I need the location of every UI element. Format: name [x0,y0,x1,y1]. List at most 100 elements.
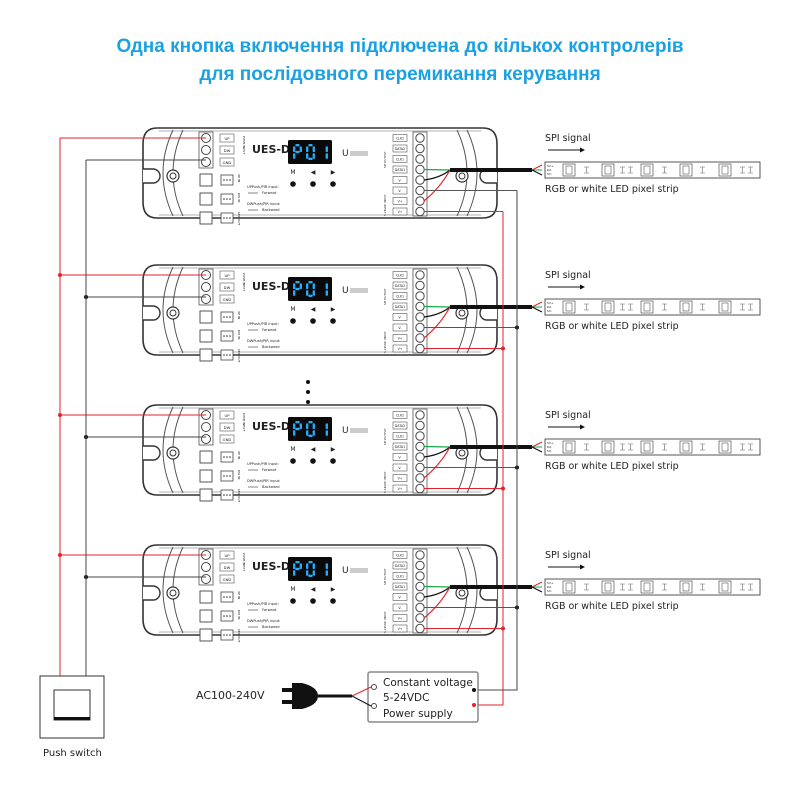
display-segment [308,421,313,424]
terminal-screw [415,164,425,175]
port-pin [223,354,225,356]
terminal-label: V+ [398,347,403,351]
port-square [199,329,213,343]
end-cap-left [162,266,174,354]
port-pin [223,475,225,477]
terminal-label-box [392,572,408,580]
led-chip [565,302,573,312]
led-chip [643,442,651,452]
button-label: ▶ [331,169,336,176]
port-label: UP IN [237,311,241,319]
terminal-label: V- [398,315,401,319]
terminal-label: CLK2 [396,273,404,277]
brand-wordmark [350,151,368,156]
display-segment [306,423,309,429]
power-supply-line-1: Constant voltage [383,677,473,689]
led-chip [682,582,690,592]
strip-wire-black [531,306,543,313]
terminal-label-box [392,134,408,142]
display-segment [312,423,315,429]
terminal-label-box [392,421,408,430]
button-dot [330,458,336,464]
button-dot [310,181,316,187]
port-pin [229,179,231,181]
dw-direction: Backward [262,625,280,629]
terminal-label-box [219,434,235,444]
terminal-label: UP [224,136,230,141]
screw-icon [458,449,466,457]
dw-input-label: DWPush/PIR input: [247,202,280,206]
terminal-screw [415,462,425,473]
resistor-icon [748,166,753,174]
end-cap-left [162,129,174,217]
display-segment [299,563,302,569]
port-square [199,211,213,225]
terminal-screw [201,145,211,155]
port-pin [226,475,228,477]
display-segment [325,153,328,159]
resistor-icon [584,303,589,311]
button-dot [290,181,296,187]
resistor-icon [748,303,753,311]
terminal-screw [415,613,425,623]
port-pin [229,596,231,598]
brand-wordmark [350,288,368,293]
terminal-label: V- [398,466,401,470]
terminal-screw [415,291,425,301]
button-label: M [290,446,295,453]
wire-power [423,169,451,202]
terminal-label: DATA2 [395,147,405,151]
display-segment [293,283,296,289]
display-segment [295,287,300,291]
port-pin [229,475,231,477]
strip-pin-label: 5V+ [547,301,554,305]
resistor-icon [620,583,625,591]
resistor-icon [584,166,589,174]
strip-wire-red [531,164,543,171]
terminal-label-box [392,344,408,353]
strip-wire-red [531,441,543,448]
terminal-label-box [392,313,408,321]
display-segment [299,146,302,152]
port-pin [226,179,228,181]
port-pin [226,596,228,598]
terminal-label-box [219,270,235,280]
strip-label: RGB or white LED pixel strip [545,461,679,472]
resistor-icon [748,443,753,451]
button-label: ◀ [311,586,316,593]
port-pin [226,494,228,496]
brand-logo: U [342,149,349,159]
signal-arrow-head [580,147,585,153]
resistor-icon [620,303,625,311]
terminal-label: DW [224,148,231,153]
terminal-label: V- [398,606,401,610]
screw-icon [169,449,177,457]
strip-label: RGB or white LED pixel strip [545,601,679,612]
wire-power [423,446,451,479]
terminal-label: DATA2 [395,424,405,428]
wire-data [423,445,451,448]
terminal-label: DW [224,425,231,430]
power-input-label: 5-24VDC INPUT [383,611,387,633]
terminal-label: V+ [398,210,403,214]
port-label: UP IN [237,174,241,182]
terminal-label-box [392,551,408,559]
strip-label: RGB or white LED pixel strip [545,184,679,195]
up-input-label: UPPush/PIR input: [247,462,279,466]
display-segment [293,290,296,296]
port-pin [229,198,231,200]
spi-signal-label: SPI signal [545,550,591,561]
terminal-label-box [392,474,408,482]
port-pin [229,316,231,318]
port-pin [223,456,225,458]
ac-plug-icon [292,683,318,709]
port-pin [229,354,231,356]
button-label: ▶ [331,586,336,593]
spi-output-label: SPI OUTPUT [383,288,387,305]
push-switch-label: Push switch [43,748,102,759]
ac-voltage-label: AC100-240V [196,689,265,702]
port-pin [223,179,225,181]
terminal-label-box [392,484,408,493]
